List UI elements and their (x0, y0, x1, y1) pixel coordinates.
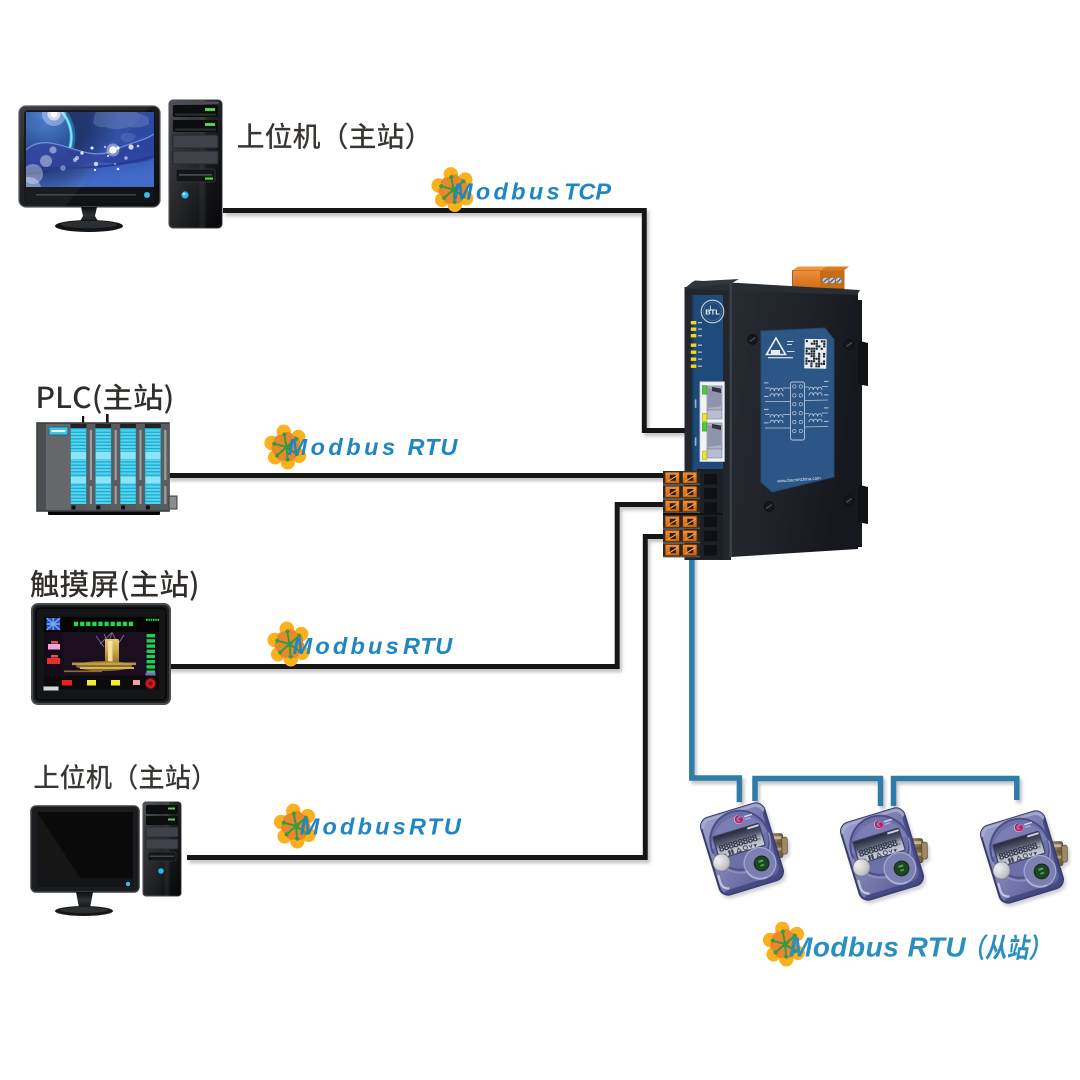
svg-text:TCP: TCP (564, 179, 611, 205)
svg-text:www.bacnetchina.com: www.bacnetchina.com (777, 475, 821, 483)
svg-text:Modbus: Modbus (288, 434, 399, 460)
svg-text:BTL: BTL (705, 308, 720, 317)
svg-text:RTU: RTU (409, 814, 463, 840)
svg-text:Modbus: Modbus (300, 814, 409, 840)
svg-text:RTU: RTU (403, 633, 453, 659)
svg-text:Modbus RTU: Modbus RTU (789, 932, 966, 963)
svg-text:Modbus: Modbus (453, 179, 563, 205)
svg-text:Modbus: Modbus (293, 633, 402, 659)
svg-text:RTU: RTU (408, 434, 459, 460)
